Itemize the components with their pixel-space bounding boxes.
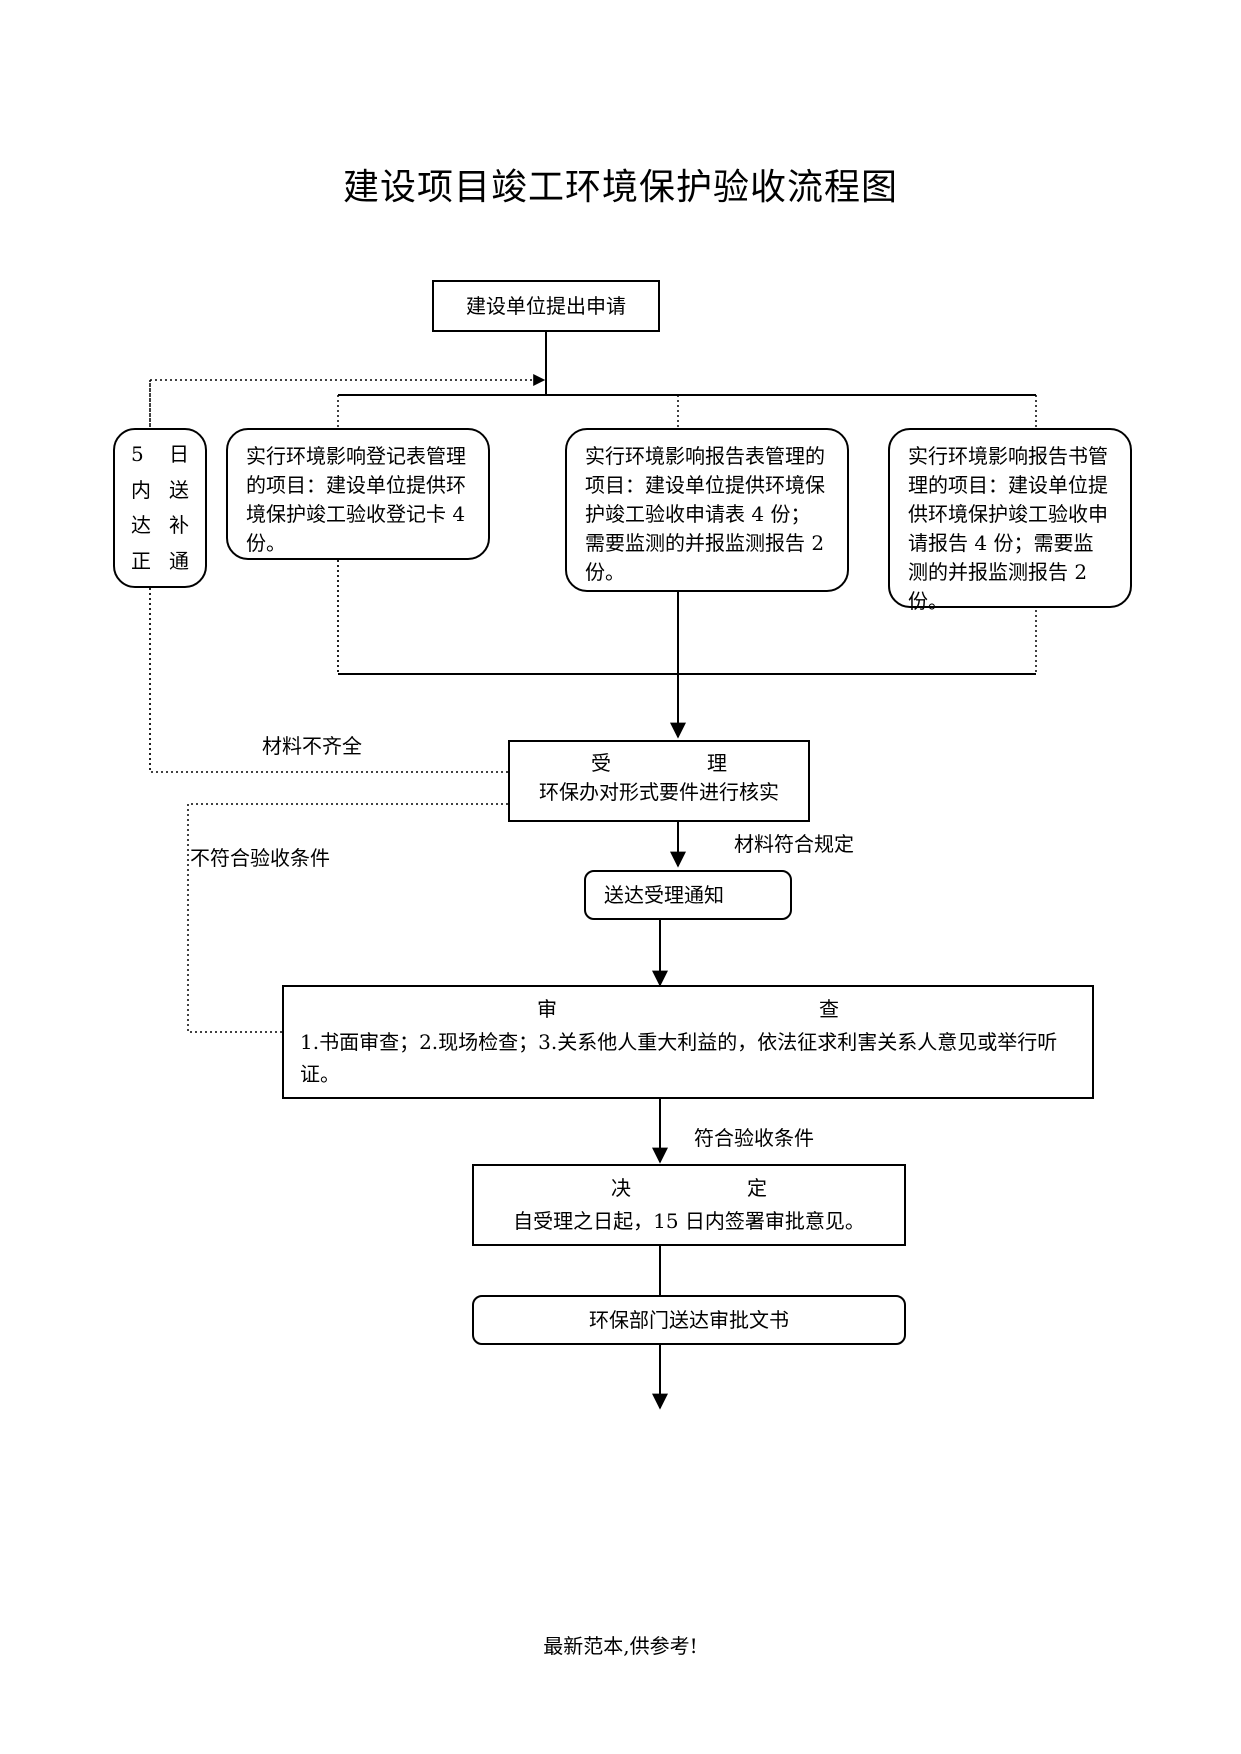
review-heading-1: 审 — [537, 997, 557, 1021]
notice-char: 日 — [169, 442, 189, 466]
report-form-text: 实行环境影响报告表管理的项目：建设单位提供环境保护竣工验收申请表 4 份；需要监… — [585, 444, 825, 584]
decision-text: 自受理之日起，15 日内签署审批意见。 — [513, 1209, 865, 1233]
accept-node: 受 理 环保办对形式要件进行核实 — [508, 740, 810, 822]
review-node: 审 查 1.书面审查；2.现场检查；3.关系他人重大利益的，依法征求利害关系人意… — [282, 985, 1094, 1099]
accept-notice-text: 送达受理通知 — [604, 883, 724, 907]
notice-col-1: 5 内 达 正 — [131, 440, 151, 576]
notice-char: 补 — [169, 513, 189, 538]
accept-heading-2: 理 — [707, 751, 727, 775]
deliver-node: 环保部门送达审批文书 — [472, 1295, 906, 1345]
apply-node: 建设单位提出申请 — [432, 280, 660, 332]
report-form-node: 实行环境影响报告表管理的项目：建设单位提供环境保护竣工验收申请表 4 份；需要监… — [565, 428, 849, 592]
notice-char: 达 — [131, 513, 151, 538]
deliver-text: 环保部门送达审批文书 — [589, 1308, 789, 1332]
label-incomplete: 材料不齐全 — [262, 734, 362, 758]
label-qualified: 符合验收条件 — [694, 1126, 814, 1150]
correction-notice-node: 5 内 达 正 日 送 补 通 — [113, 428, 207, 588]
label-not-qualified: 不符合验收条件 — [190, 846, 330, 870]
label-compliant: 材料符合规定 — [734, 832, 854, 856]
footer-note: 最新范本,供参考! — [543, 1634, 698, 1658]
page-title: 建设项目竣工环境保护验收流程图 — [342, 167, 898, 208]
accept-heading-1: 受 — [591, 751, 611, 775]
notice-col-2: 日 送 补 通 — [169, 440, 189, 576]
registration-form-node: 实行环境影响登记表管理的项目：建设单位提供环境保护竣工验收登记卡 4 份。 — [226, 428, 490, 560]
review-heading-2: 查 — [819, 997, 839, 1021]
review-text: 1.书面审查；2.现场检查；3.关系他人重大利益的，依法征求利害关系人意见或举行… — [300, 1030, 1058, 1086]
notice-char: 内 — [131, 477, 151, 502]
decision-heading-1: 决 — [611, 1176, 631, 1200]
decision-heading-2: 定 — [747, 1176, 767, 1200]
notice-char: 送 — [169, 477, 189, 502]
accept-notice-node: 送达受理通知 — [584, 870, 792, 920]
report-book-node: 实行环境影响报告书管理的项目：建设单位提供环境保护竣工验收申请报告 4 份；需要… — [888, 428, 1132, 613]
decision-node: 决 定 自受理之日起，15 日内签署审批意见。 — [472, 1164, 906, 1246]
report-book-text: 实行环境影响报告书管理的项目：建设单位提供环境保护竣工验收申请报告 4 份；需要… — [908, 444, 1108, 613]
accept-text: 环保办对形式要件进行核实 — [539, 780, 779, 804]
notice-char: 正 — [131, 548, 151, 573]
registration-form-text: 实行环境影响登记表管理的项目：建设单位提供环境保护竣工验收登记卡 4 份。 — [246, 444, 466, 555]
loop-not-qualified — [187, 803, 508, 1033]
apply-text: 建设单位提出申请 — [466, 294, 626, 318]
notice-char: 通 — [169, 548, 189, 573]
loop-incomplete — [149, 374, 546, 773]
notice-char: 5 — [131, 442, 144, 466]
